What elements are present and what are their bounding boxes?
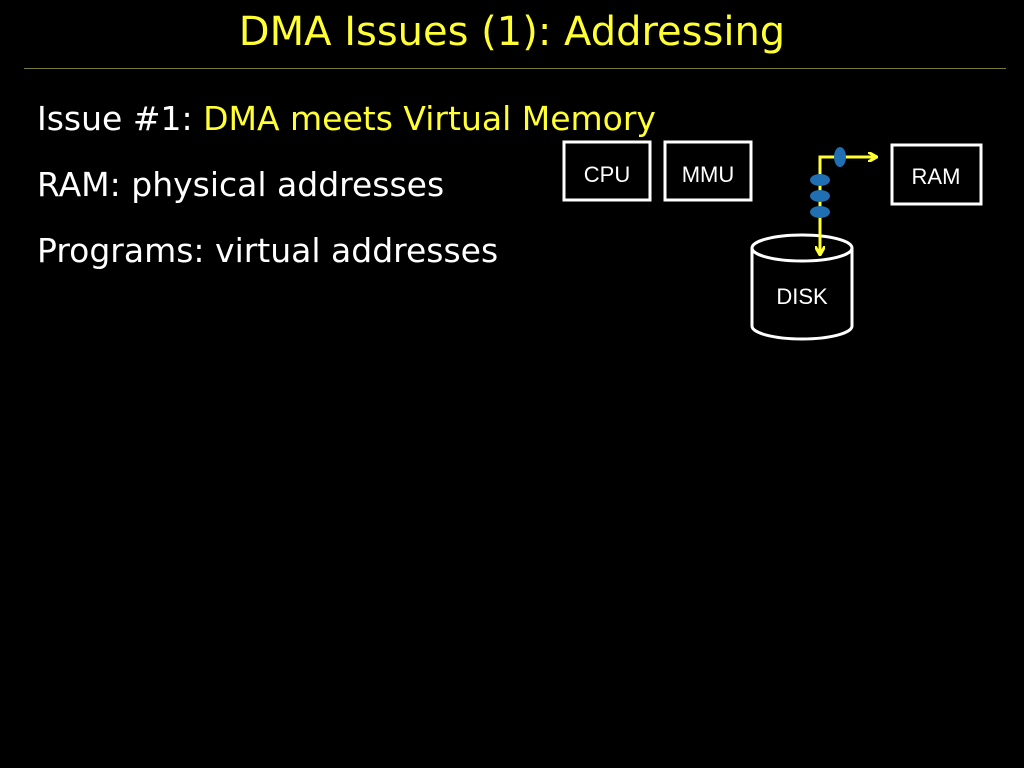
cpu-label: CPU (584, 162, 630, 187)
cpu-box: CPU (562, 140, 652, 202)
packet-dot (810, 190, 830, 202)
data-packets (810, 147, 846, 218)
mmu-label: MMU (682, 162, 735, 187)
ram-label: RAM (912, 164, 961, 189)
bullet-issue-prefix: Issue #1: (37, 99, 204, 138)
packet-dot (834, 147, 846, 167)
title-divider (24, 68, 1006, 69)
slide-title: DMA Issues (1): Addressing (238, 9, 786, 55)
mmu-box: MMU (663, 140, 753, 202)
bullet-issue: Issue #1: DMA meets Virtual Memory (37, 86, 656, 152)
bullet-ram: RAM: physical addresses (37, 152, 656, 218)
disk-label: DISK (776, 284, 828, 309)
bullet-programs: Programs: virtual addresses (37, 218, 656, 284)
disk-cylinder: DISK (750, 233, 854, 341)
packet-dot (810, 174, 830, 186)
bullet-ram-text: RAM: physical addresses (37, 165, 445, 204)
packet-dot (810, 206, 830, 218)
ram-box: RAM (890, 143, 983, 206)
bullet-list: Issue #1: DMA meets Virtual Memory RAM: … (37, 86, 656, 284)
bullet-issue-highlight: DMA meets Virtual Memory (203, 99, 656, 138)
bullet-programs-text: Programs: virtual addresses (37, 231, 499, 270)
